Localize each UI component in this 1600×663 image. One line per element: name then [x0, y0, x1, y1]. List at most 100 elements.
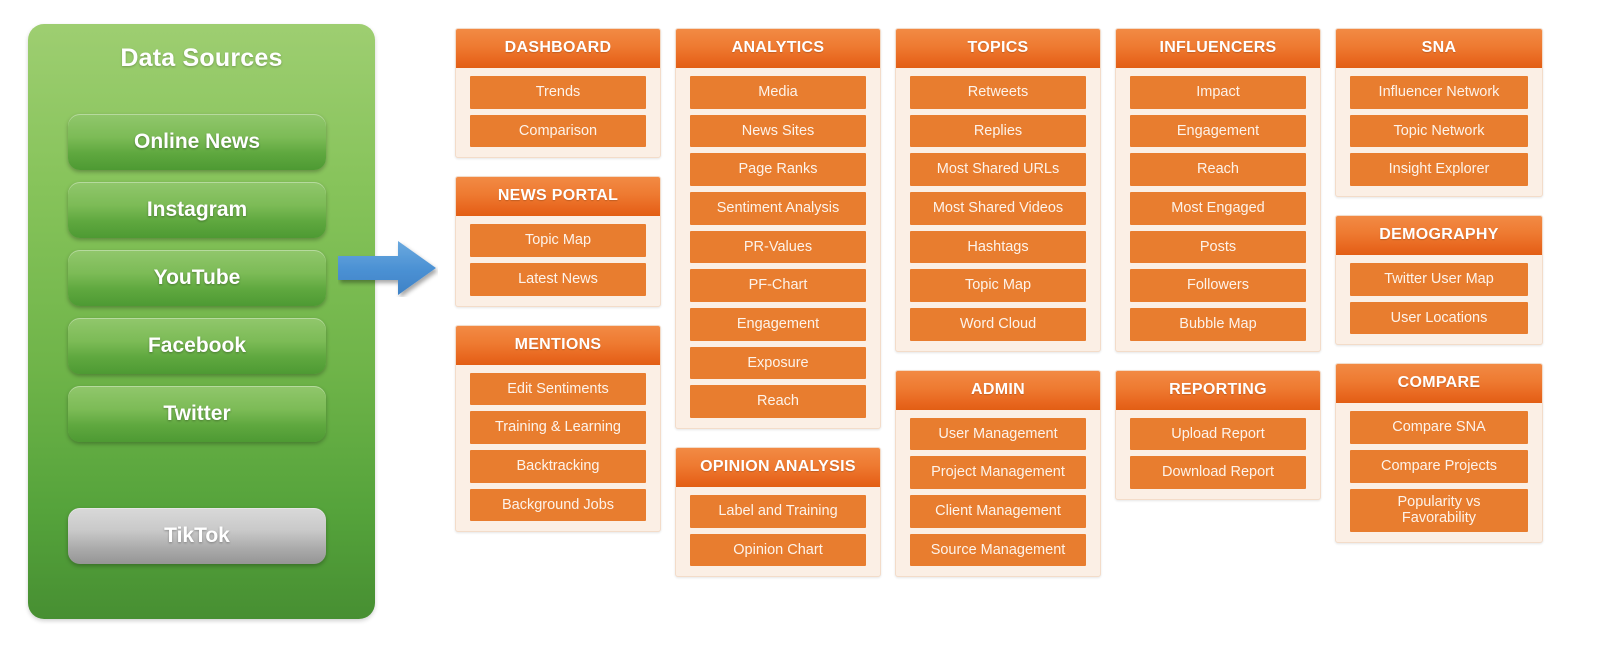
source-button-label: Twitter: [163, 402, 231, 425]
card-item-news-sites[interactable]: News Sites: [690, 114, 866, 148]
card-item-download-report[interactable]: Download Report: [1130, 456, 1306, 490]
card-item-influencer-network[interactable]: Influencer Network: [1350, 76, 1528, 109]
card-item-engagement[interactable]: Engagement: [1130, 114, 1306, 148]
card-item-most-shared-urls[interactable]: Most Shared URLs: [910, 153, 1086, 187]
card-item-topic-map[interactable]: Topic Map: [470, 224, 646, 258]
card-item-reach[interactable]: Reach: [690, 385, 866, 419]
card-item-most-engaged[interactable]: Most Engaged: [1130, 192, 1306, 225]
source-button-label: Facebook: [147, 334, 247, 357]
card-item-insight-explorer[interactable]: Insight Explorer: [1350, 153, 1528, 187]
source-button-youtube[interactable]: YouTube: [68, 250, 326, 306]
card-header-reporting[interactable]: REPORTING: [1116, 370, 1320, 410]
card-item-engagement[interactable]: Engagement: [690, 308, 866, 341]
card-item-page-ranks[interactable]: Page Ranks: [690, 153, 866, 187]
card-item-reach[interactable]: Reach: [1130, 153, 1306, 187]
card-item-topic-network[interactable]: Topic Network: [1350, 114, 1528, 148]
source-button-facebook[interactable]: Facebook: [68, 318, 326, 374]
card-item-impact[interactable]: Impact: [1130, 76, 1306, 109]
card-item-user-locations[interactable]: User Locations: [1350, 301, 1528, 335]
card-header-dashboard[interactable]: DASHBOARD: [456, 29, 660, 68]
card-header-mentions[interactable]: MENTIONS: [456, 325, 660, 365]
card-item-backtracking[interactable]: Backtracking: [470, 450, 646, 483]
card-item-trends[interactable]: Trends: [470, 76, 646, 109]
card-item-sentiment-analysis[interactable]: Sentiment Analysis: [690, 192, 866, 225]
source-button-label: YouTube: [153, 266, 241, 289]
source-button-online-news[interactable]: Online News: [68, 114, 326, 170]
source-button-label: Instagram: [146, 198, 248, 221]
card-item-compare-projects[interactable]: Compare Projects: [1350, 450, 1528, 483]
card-item-latest-news[interactable]: Latest News: [470, 263, 646, 296]
card-header-opinion-analysis[interactable]: OPINION ANALYSIS: [676, 448, 880, 488]
card-item-opinion-chart[interactable]: Opinion Chart: [690, 533, 866, 567]
data-sources-title: Data Sources: [120, 44, 283, 72]
card-item-compare-sna[interactable]: Compare SNA: [1350, 411, 1528, 445]
card-header-news-portal[interactable]: NEWS PORTAL: [456, 177, 660, 217]
card-item-hashtags[interactable]: Hashtags: [910, 230, 1086, 264]
card-header-admin[interactable]: ADMIN: [896, 370, 1100, 410]
card-item-retweets[interactable]: Retweets: [910, 76, 1086, 109]
card-item-word-cloud[interactable]: Word Cloud: [910, 308, 1086, 341]
card-header-demography[interactable]: DEMOGRAPHY: [1336, 216, 1542, 256]
card-item-bubble-map[interactable]: Bubble Map: [1130, 308, 1306, 341]
source-button-instagram[interactable]: Instagram: [68, 182, 326, 238]
card-item-replies[interactable]: Replies: [910, 114, 1086, 148]
card-item-followers[interactable]: Followers: [1130, 269, 1306, 303]
card-item-upload-report[interactable]: Upload Report: [1130, 417, 1306, 451]
card-item-exposure[interactable]: Exposure: [690, 346, 866, 380]
source-button-twitter[interactable]: Twitter: [68, 386, 326, 442]
card-item-media[interactable]: Media: [690, 76, 866, 109]
card-item-project-management[interactable]: Project Management: [910, 456, 1086, 490]
card-item-pr-values[interactable]: PR-Values: [690, 230, 866, 264]
right-arrow-icon: [338, 239, 438, 297]
card-item-source-management[interactable]: Source Management: [910, 533, 1086, 567]
card-header-analytics[interactable]: ANALYTICS: [676, 29, 880, 68]
card-header-sna[interactable]: SNA: [1336, 29, 1542, 68]
source-button-tiktok[interactable]: TikTok: [68, 508, 326, 564]
card-item-comparison[interactable]: Comparison: [470, 114, 646, 148]
card-item-training-learning[interactable]: Training & Learning: [470, 411, 646, 445]
card-item-posts[interactable]: Posts: [1130, 230, 1306, 264]
card-item-user-management[interactable]: User Management: [910, 417, 1086, 451]
card-item-most-shared-videos[interactable]: Most Shared Videos: [910, 192, 1086, 225]
card-header-compare[interactable]: COMPARE: [1336, 364, 1542, 404]
card-item-twitter-user-map[interactable]: Twitter User Map: [1350, 263, 1528, 296]
card-item-client-management[interactable]: Client Management: [910, 495, 1086, 528]
card-header-topics[interactable]: TOPICS: [896, 29, 1100, 68]
source-button-label: Online News: [133, 130, 261, 153]
source-button-label: TikTok: [164, 524, 230, 547]
card-item-background-jobs[interactable]: Background Jobs: [470, 488, 646, 522]
card-header-influencers[interactable]: INFLUENCERS: [1116, 29, 1320, 68]
card-item-edit-sentiments[interactable]: Edit Sentiments: [470, 372, 646, 406]
card-item-pf-chart[interactable]: PF-Chart: [690, 269, 866, 303]
card-item-topic-map[interactable]: Topic Map: [910, 269, 1086, 303]
card-item-label-and-training[interactable]: Label and Training: [690, 495, 866, 528]
